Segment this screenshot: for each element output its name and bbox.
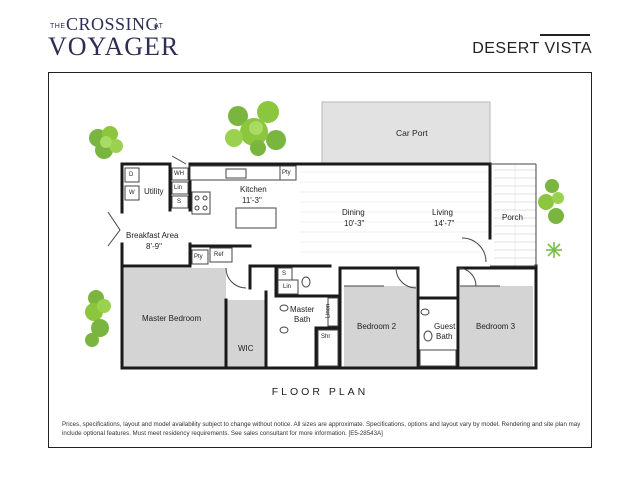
pantry-bottom-label: Pty (194, 254, 203, 260)
shower-label: Shr (321, 334, 331, 340)
utility-linen-label: Lin (174, 185, 183, 191)
water-heater-label: WH (174, 171, 184, 177)
refrigerator-label: Ref (214, 252, 224, 258)
tree-icon-right (538, 179, 564, 224)
tree-icon-top-center (225, 101, 286, 156)
walls (120, 162, 538, 370)
brand-the: THE (50, 23, 66, 30)
carport-area (321, 101, 491, 165)
master-bath-linen-label: Lin (283, 284, 292, 290)
disclaimer-text: Prices, specifications, layout and model… (62, 421, 581, 437)
kitchen-size: 11'-3" (242, 196, 262, 205)
wic-label: WIC (238, 344, 254, 353)
model-name: DESERT VISTA (472, 40, 592, 57)
porch-deck (494, 164, 536, 266)
master-bath-label-line2: Bath (294, 315, 311, 324)
brand-logo: THE CROSSING AT VOYAGER (48, 14, 178, 62)
pantry-top-label: Pty (282, 170, 291, 176)
breakfast-area-size: 8'-9" (146, 242, 162, 251)
kitchen-label: Kitchen (240, 185, 267, 194)
linen-closet-label: Linen (325, 303, 332, 319)
floor-plan-frame (48, 72, 592, 448)
dryer-label: D (129, 172, 134, 178)
plant-icon-right (546, 242, 562, 258)
living-label: Living (432, 208, 453, 217)
floor-lines (300, 171, 488, 253)
guest-bath-label-line2: Bath (436, 332, 453, 341)
washer-label: W (129, 190, 135, 196)
living-size: 14'-7" (434, 219, 455, 228)
master-bath-storage-label: S (282, 271, 287, 277)
guest-bath-label-line1: Guest (434, 322, 456, 331)
porch-label: Porch (502, 213, 523, 222)
interior-details (107, 155, 537, 367)
dining-label: Dining (342, 208, 365, 217)
carport-label: Car Port (396, 128, 428, 138)
bedroom2-label: Bedroom 2 (357, 322, 397, 331)
brand-crossing: CROSSING (66, 14, 160, 34)
brand-at: AT (154, 23, 164, 30)
bedroom3-label: Bedroom 3 (476, 322, 516, 331)
model-name-rule (540, 34, 590, 36)
dining-size: 10'-3" (344, 219, 365, 228)
floor-plan-title: FLOOR PLAN (271, 386, 369, 398)
master-bedroom-label: Master Bedroom (142, 314, 202, 323)
tree-icon-left-top (89, 126, 123, 159)
breakfast-area-label: Breakfast Area (126, 231, 179, 240)
brand-voyager: VOYAGER (48, 32, 180, 61)
master-bath-label-line1: Master (290, 305, 315, 314)
tree-icon-left-bottom (85, 290, 111, 347)
utility-label: Utility (144, 187, 164, 196)
utility-storage-label: S (177, 199, 182, 205)
room-fills (122, 268, 533, 367)
